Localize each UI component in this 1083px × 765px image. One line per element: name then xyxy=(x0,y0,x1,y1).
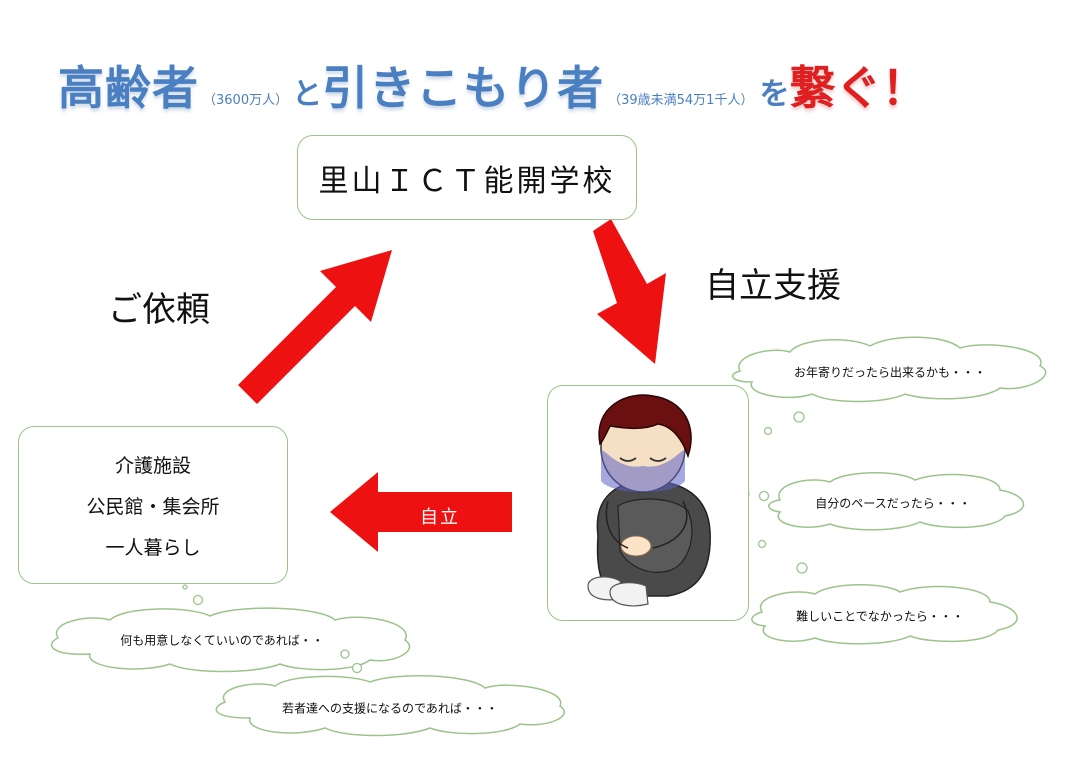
page-title: 高齢者 （3600万人）と引きこもり者（39歳未満54万1千人） を繋ぐ！ xyxy=(58,52,1058,122)
facility-item: 公民館・集会所 xyxy=(86,495,220,518)
title-and: と xyxy=(292,77,323,112)
elderly-thought-2: 若者達への支援になるのであれば・・・ xyxy=(282,701,498,716)
thought-cloud-5 xyxy=(215,675,565,737)
facility-item: 一人暮らし xyxy=(105,536,201,559)
independence-label: 自立 xyxy=(420,507,460,528)
youth-thought-2: 自分のペースだったら・・・ xyxy=(815,496,971,511)
title-elderly: 高齢者 xyxy=(58,61,199,115)
request-arrow-icon xyxy=(238,250,392,404)
thought-cloud-1 xyxy=(731,336,1047,403)
facility-box: 介護施設 公民館・集会所 一人暮らし xyxy=(18,426,288,584)
thought-cloud-2 xyxy=(768,472,1025,531)
self-support-label: 自立支援 xyxy=(705,266,841,306)
sad-crouching-boy-icon xyxy=(587,394,711,607)
elderly-thought-1: 何も用意しなくていいのであれば・・ xyxy=(120,633,324,648)
request-label: ご依頼 xyxy=(108,290,210,330)
title-connect: 繋ぐ！ xyxy=(789,61,928,115)
independence-arrow-icon xyxy=(330,472,512,552)
youth-box xyxy=(547,385,749,621)
thought-cloud-3 xyxy=(751,584,1018,645)
youth-thought-1: お年寄りだったら出来るかも・・・ xyxy=(793,365,987,380)
facility-item: 介護施設 xyxy=(114,454,191,477)
support-arrow-icon xyxy=(593,219,666,364)
youth-thought-3: 難しいことでなかったら・・・ xyxy=(796,609,964,624)
title-shutins-count: （39歳未満54万1千人） xyxy=(608,93,754,108)
thought-cloud-4 xyxy=(50,607,411,673)
title-shutins: 引きこもり者 xyxy=(322,61,605,115)
school-label: 里山ＩＣＴ能開学校 xyxy=(318,163,616,199)
title-elderly-count: （3600万人） xyxy=(203,93,289,108)
title-wo: を xyxy=(759,77,790,112)
school-box: 里山ＩＣＴ能開学校 xyxy=(297,135,637,220)
